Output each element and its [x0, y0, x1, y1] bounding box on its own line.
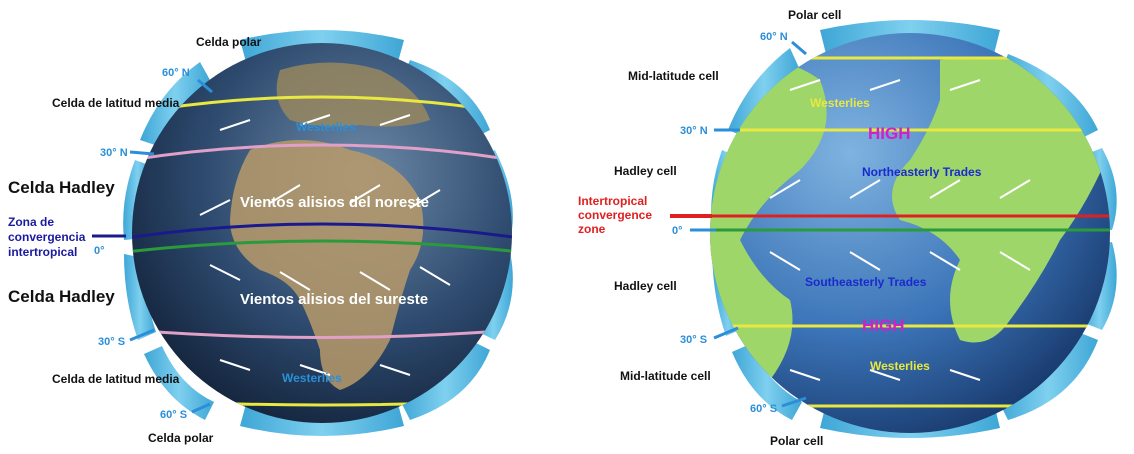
- left-arrow-60n: [197, 78, 213, 94]
- left-europe-landmass: [276, 62, 430, 127]
- right-lat-60s: 60° S: [750, 403, 777, 415]
- left-line-60n: [139, 95, 505, 114]
- right-itcz-label-1: Intertropical: [578, 194, 647, 208]
- left-arrow-60s: [191, 402, 211, 414]
- right-cell-band-west-1: [728, 48, 800, 138]
- right-americas-landmass: [710, 57, 827, 400]
- left-lat-30s: 30° S: [98, 336, 125, 348]
- left-line-equator: [132, 239, 512, 254]
- left-lat-30n: 30° N: [100, 147, 128, 159]
- right-hadley-bottom: Hadley cell: [614, 279, 677, 293]
- right-ne-trades-label: Northeasterly Trades: [862, 165, 982, 179]
- left-itcz-label-2: convergencia: [8, 230, 86, 244]
- left-wind-arrows: [199, 114, 451, 376]
- left-midlat-top-text: Celda de latitud media: [52, 96, 180, 110]
- left-hadley-bottom: Celda Hadley: [8, 287, 115, 306]
- left-hadley-top: Celda Hadley: [8, 178, 115, 197]
- left-line-30n: [132, 143, 512, 162]
- right-diagram: Westerlies HIGH Northeasterly Trades Sou…: [578, 8, 1117, 448]
- left-diagram: Westerlies Vientos alisios del noreste V…: [8, 30, 513, 445]
- left-polar-cell-top: Celda polar: [196, 35, 262, 49]
- right-lat-30s: 30° S: [680, 334, 707, 346]
- left-polar-cell-bottom: Celda polar: [148, 431, 214, 445]
- left-lat-0: 0°: [94, 245, 105, 257]
- left-midlat-bottom-line: Celda de latitud media: [52, 372, 180, 386]
- right-midlat-bottom: Mid-latitude cell: [620, 369, 711, 383]
- right-wind-arrows: [769, 79, 1031, 381]
- left-midlat-cell-band-bottom: [400, 340, 490, 420]
- left-arrow-30n: [129, 150, 155, 156]
- right-se-trades-label: Southeasterly Trades: [805, 275, 927, 289]
- left-lat-60n: 60° N: [162, 67, 190, 79]
- right-high-north: HIGH: [868, 124, 911, 143]
- right-hadley-top: Hadley cell: [614, 164, 677, 178]
- right-lat-0: 0°: [672, 225, 683, 237]
- right-high-south: HIGH: [862, 316, 905, 335]
- right-midlat-top: Mid-latitude cell: [628, 69, 719, 83]
- left-line-30s: [132, 328, 512, 339]
- left-ne-trades-label: Vientos alisios del noreste: [240, 194, 429, 211]
- right-lat-60n: 60° N: [760, 31, 788, 43]
- right-arrow-60s: [781, 396, 807, 408]
- left-line-itcz: [132, 222, 512, 240]
- left-se-trades-label: Vientos alisios del sureste: [240, 291, 428, 308]
- left-africa-landmass: [230, 140, 424, 390]
- right-cell-band-west-4: [732, 344, 802, 420]
- left-itcz-label-3: intertropical: [8, 245, 77, 259]
- left-itcz-label-1: Zona de: [8, 215, 54, 229]
- right-arrow-30s: [713, 326, 739, 340]
- right-polar-cell-top: Polar cell: [788, 8, 841, 22]
- left-lat-60s: 60° S: [160, 409, 187, 421]
- right-itcz-label-2: convergence: [578, 208, 652, 222]
- right-polar-cell-bottom: Polar cell: [770, 434, 823, 448]
- left-cell-band-west-3: [124, 254, 156, 340]
- left-midlat-bottom-text: Celda de latitud media: [52, 372, 180, 386]
- left-cell-band-west-4: [144, 346, 214, 420]
- left-westerlies-north: Westerlies: [296, 120, 356, 134]
- left-westerlies-south: Westerlies: [282, 371, 342, 385]
- right-africa-europe-landmass: [892, 56, 1110, 343]
- left-cell-band-west-1: [140, 62, 210, 146]
- right-westerlies-north: Westerlies: [810, 96, 870, 110]
- right-itcz-label-3: zone: [578, 222, 606, 236]
- right-arrow-60n: [791, 40, 807, 56]
- left-midlat-top-line: Celda de latitud media: [52, 96, 180, 110]
- right-westerlies-south: Westerlies: [870, 359, 930, 373]
- left-arrow-30s: [129, 328, 155, 342]
- right-lat-30n: 30° N: [680, 125, 708, 137]
